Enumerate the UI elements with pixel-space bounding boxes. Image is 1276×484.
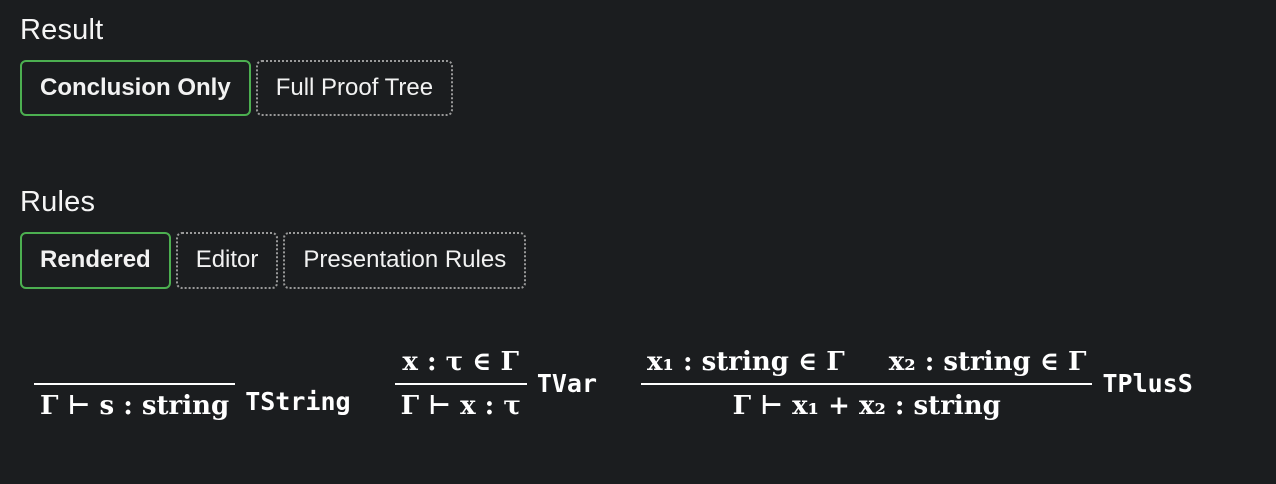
rules-view-toggle-group: Rendered Editor Presentation Rules	[20, 232, 1256, 289]
rule-tvar-conclusion: Γ ⊢ x : τ	[394, 382, 527, 421]
full-proof-tree-button[interactable]: Full Proof Tree	[255, 60, 454, 117]
result-view-toggle-group: Conclusion Only Full Proof Tree	[20, 60, 1256, 117]
section-spacer	[20, 116, 1256, 186]
rule-tpluss-premise-2: x₂ : string ∈ Γ	[888, 346, 1087, 377]
conclusion-only-button[interactable]: Conclusion Only	[20, 60, 251, 117]
editor-button[interactable]: Editor	[175, 232, 279, 289]
rule-tpluss-premises: x₁ : string ∈ Γ x₂ : string ∈ Γ	[641, 347, 1092, 383]
rule-tstring: Γ ⊢ s : string TString	[34, 382, 351, 421]
rule-tpluss-fraction: x₁ : string ∈ Γ x₂ : string ∈ Γ Γ ⊢ x₁ +…	[641, 347, 1093, 421]
rule-tvar-premises: x : τ ∈ Γ	[396, 347, 525, 383]
rule-tvar-premise: x : τ ∈ Γ	[402, 346, 519, 377]
rule-tstring-fraction: Γ ⊢ s : string	[34, 382, 236, 421]
result-section-title: Result	[20, 14, 104, 46]
rule-tvar: x : τ ∈ Γ Γ ⊢ x : τ TVar	[394, 347, 598, 421]
rendered-button[interactable]: Rendered	[20, 232, 171, 289]
rule-tvar-name: TVar	[536, 369, 598, 399]
rules-section-title: Rules	[20, 186, 96, 219]
main-panel: Result Conclusion Only Full Proof Tree R…	[20, 14, 1256, 421]
rendered-rules-row: Γ ⊢ s : string TString x : τ ∈ Γ Γ ⊢ x :…	[34, 347, 1256, 421]
rule-tpluss-name: TPlusS	[1102, 369, 1193, 399]
rule-tvar-fraction: x : τ ∈ Γ Γ ⊢ x : τ	[394, 347, 527, 421]
presentation-rules-button[interactable]: Presentation Rules	[283, 232, 527, 289]
rule-tstring-name: TString	[245, 387, 351, 417]
rule-tpluss-premise-1: x₁ : string ∈ Γ	[647, 346, 845, 377]
rule-tstring-conclusion: Γ ⊢ s : string	[34, 382, 236, 421]
rule-tpluss-conclusion: Γ ⊢ x₁ + x₂ : string	[641, 382, 1093, 421]
rule-tpluss: x₁ : string ∈ Γ x₂ : string ∈ Γ Γ ⊢ x₁ +…	[641, 347, 1193, 421]
